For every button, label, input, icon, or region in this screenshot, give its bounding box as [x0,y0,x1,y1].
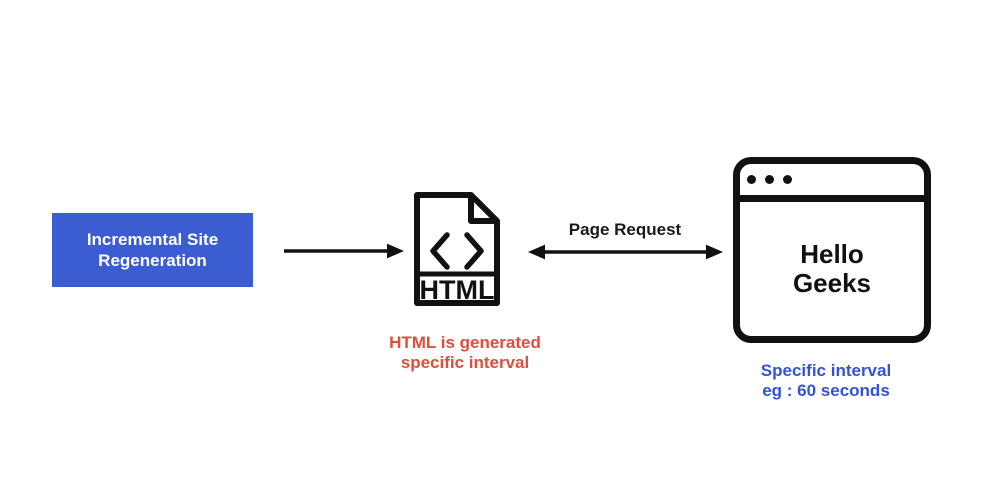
browser-content-line1: Hello [800,239,864,269]
browser-caption-line1: Specific interval [760,361,892,380]
html-file-icon: HTML [414,192,500,306]
html-generated-caption: HTML is generated specific interval [340,333,590,373]
source-box-label-line2: Regeneration [98,251,207,270]
html-caption-line2: specific interval [400,353,530,372]
double-arrow-icon [528,244,723,260]
browser-dot-icon [747,175,756,184]
browser-page-content: Hello Geeks [740,202,924,336]
browser-content-line2: Geeks [792,268,872,298]
browser-dot-icon [783,175,792,184]
browser-titlebar [740,164,924,202]
browser-dot-icon [765,175,774,184]
right-arrow-icon [284,243,404,259]
browser-window: Hello Geeks [733,157,931,343]
html-file-label: HTML [420,275,495,305]
html-caption-line1: HTML is generated [389,333,541,352]
file-fold-corner [468,195,497,224]
specific-interval-caption: Specific interval eg : 60 seconds [720,361,932,401]
page-request-label: Page Request [568,220,682,239]
source-box-label-line1: Incremental Site [86,230,219,249]
incremental-site-regeneration-box: Incremental Site Regeneration [52,213,253,287]
code-brackets-icon [430,232,484,270]
browser-caption-line2: eg : 60 seconds [762,381,890,400]
